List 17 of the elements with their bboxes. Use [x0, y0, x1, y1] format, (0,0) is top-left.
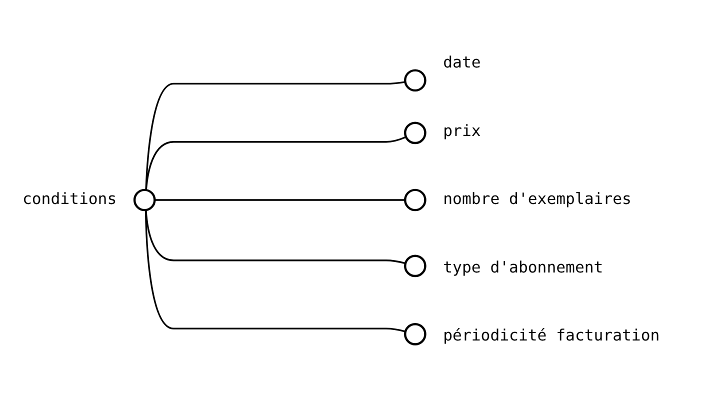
connector [145, 210, 406, 264]
node-circle [404, 188, 426, 212]
node-label: prix [443, 120, 481, 140]
connector [145, 136, 406, 190]
node-label: date [443, 52, 481, 72]
node-label: conditions [22, 189, 117, 208]
node-circle [404, 254, 426, 278]
node-circle [404, 322, 426, 346]
node-circle [133, 188, 156, 212]
node-circle [404, 69, 426, 92]
node-label: périodicité facturation [443, 326, 660, 345]
connector [155, 199, 405, 201]
node-label: type d'abonnement [443, 257, 604, 276]
node-circle [404, 122, 426, 144]
connector [144, 210, 406, 332]
node-label: nombre d'exemplaires [443, 189, 632, 208]
connector [145, 81, 405, 190]
